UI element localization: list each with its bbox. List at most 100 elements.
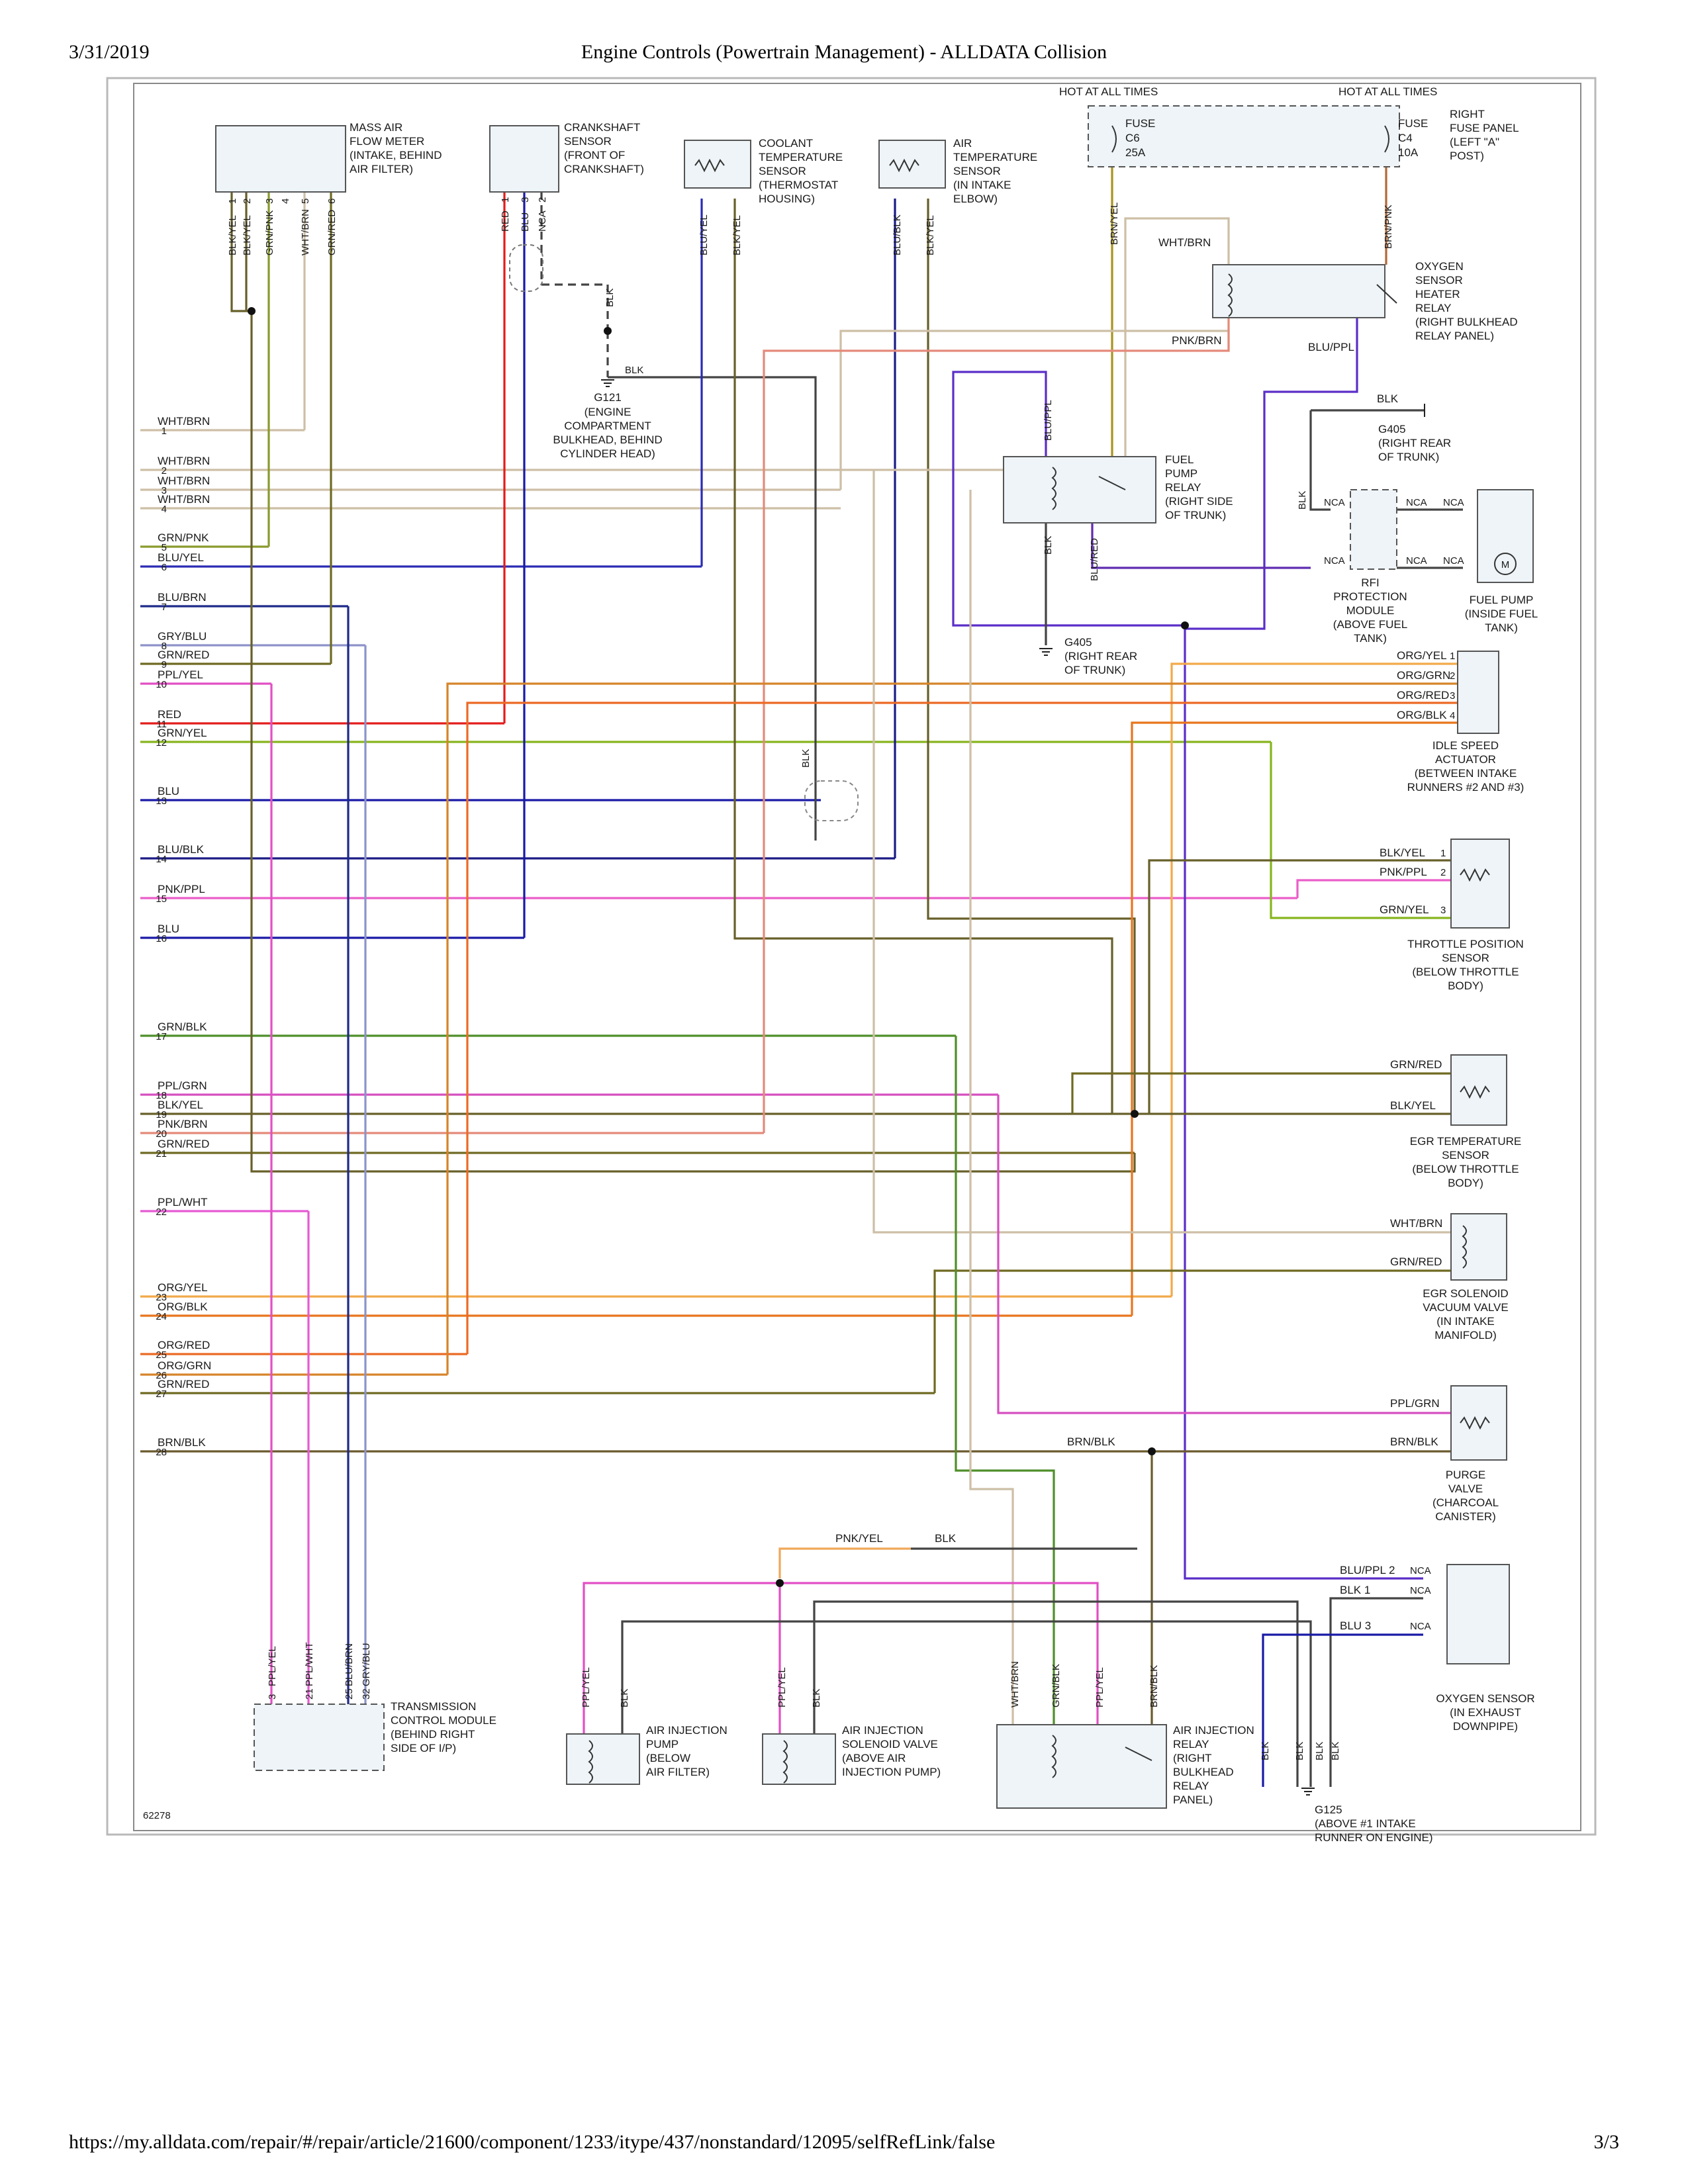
maf-pin-1-number: 1 (227, 199, 238, 204)
ecm-pin-7-number: 7 (162, 602, 167, 613)
aip-line-2: PUMP (646, 1738, 679, 1751)
rfi-line-3: MODULE (1346, 604, 1395, 617)
tps-line-2: SENSOR (1442, 952, 1489, 964)
ecm-pin-26-number: 26 (156, 1370, 167, 1381)
air-pnkyel (778, 1547, 911, 1578)
tcm-line-4: SIDE OF I/P) (391, 1742, 456, 1754)
ecm-pin-27-number: 27 (156, 1388, 167, 1400)
ecm-pin-4-number: 4 (162, 504, 167, 515)
inner-frame (133, 83, 1581, 1831)
g125-blk-4: BLK (1330, 1742, 1341, 1760)
fuse-panel-line-3: (LEFT "A" (1450, 136, 1499, 148)
idle-orggrn (446, 682, 1458, 1375)
ecm-pin-10-number: 10 (156, 679, 167, 690)
rfi-nca-1: NCA (1324, 497, 1345, 508)
aisv-line-3: (ABOVE AIR (842, 1752, 906, 1764)
ecm-pin-19-number: 19 (156, 1109, 167, 1120)
tps-box (1450, 839, 1510, 929)
fuse-C6-rating: 25A (1125, 146, 1146, 159)
aip-box (566, 1733, 640, 1785)
hot-at-all-times-1: HOT AT ALL TIMES (1059, 85, 1158, 98)
rfi-nca-4: NCA (1324, 555, 1345, 567)
purge-line-3: (CHARCOAL (1432, 1496, 1499, 1509)
crank-pin-1-number: 1 (500, 197, 511, 203)
egr-solenoid-line-1: EGR SOLENOID (1423, 1287, 1508, 1300)
air-relay-pplyel-label: PPL/YEL (1094, 1667, 1105, 1707)
aisv-blk-label: BLK (811, 1689, 822, 1707)
o2-sensor-line-3: DOWNPIPE) (1453, 1720, 1518, 1733)
purge-line-1: PURGE (1446, 1469, 1485, 1481)
o2-sensor-line-2: (IN EXHAUST (1450, 1706, 1521, 1719)
splice-2 (604, 327, 612, 335)
g121-blk-horiz-label: BLK (625, 365, 643, 376)
egr-temp-line-2: SENSOR (1442, 1149, 1489, 1161)
ecm-pin-24-label: ORG/BLK (158, 1300, 208, 1313)
tps-pin-2-number: 2 (1440, 867, 1446, 878)
g405-mid-line-1: G405 (1064, 636, 1092, 649)
idle-pin-2-number: 2 (1450, 670, 1455, 682)
fpr-bluppl-run (952, 371, 1185, 627)
tps-pin-3-number: 3 (1440, 905, 1446, 916)
tcm-line-1: TRANSMISSION (391, 1700, 476, 1713)
tcm-box (254, 1704, 385, 1771)
o2-heater-relay-coil (1227, 273, 1233, 317)
egr-solenoid-line-4: MANIFOLD) (1434, 1329, 1497, 1342)
idle-speed-line-1: IDLE SPEED (1432, 739, 1499, 752)
air-relay-whtbrn-label: WHT/BRN (1009, 1661, 1021, 1707)
tcm-pin-25-number: 25 (344, 1688, 355, 1700)
purge-pin-b-label: BRN/BLK (1390, 1435, 1438, 1448)
maf-pin-3-number: 3 (264, 199, 275, 204)
aip-blk-label: BLK (619, 1689, 630, 1707)
air-relay-line-1: AIR INJECTION (1173, 1724, 1254, 1737)
maf-pin-5-label: WHT/BRN (300, 209, 311, 255)
fuel-pump-relay-line-3: RELAY (1165, 481, 1201, 494)
coolant-line-5: HOUSING) (759, 193, 815, 205)
crank-shield (509, 244, 543, 292)
o2-blu (1262, 1633, 1423, 1787)
fuse-C4-rating: 10A (1398, 146, 1419, 159)
crank-line-2: SENSOR (564, 135, 612, 148)
idle-pin-1-label: ORG/YEL (1397, 649, 1447, 662)
airtemp-line-5: ELBOW) (953, 193, 998, 205)
ecm-pin-8-number: 8 (162, 641, 167, 652)
maf-pin-3-label: GRN/PNK (264, 210, 275, 255)
ecm-pin-24-number: 24 (156, 1311, 167, 1322)
airtemp-blkyel-run (927, 199, 1136, 1114)
coolant-line-2: TEMPERATURE (759, 151, 843, 163)
splice-1 (248, 307, 256, 315)
o2-pin-3-label: BLU 3 (1340, 1619, 1371, 1632)
ecm-pin-27-label: GRN/RED (158, 1378, 209, 1390)
g405-top-line-3: OF TRUNK) (1378, 451, 1439, 463)
fuse-panel-line-1: RIGHT (1450, 108, 1485, 120)
airtemp-line-3: SENSOR (953, 165, 1001, 177)
maf-line-3: (INTAKE, BEHIND (350, 149, 442, 161)
idle-speed-box (1457, 651, 1499, 734)
aisv-coil (782, 1740, 788, 1784)
aip-line-1: AIR INJECTION (646, 1724, 727, 1737)
idle-pin-3-label: ORG/RED (1397, 689, 1449, 702)
g405-top-line-1: G405 (1378, 423, 1406, 435)
ecm-pin-3-number: 3 (162, 485, 167, 496)
airtemp-line-4: (IN INTAKE (953, 179, 1011, 191)
air-relay-line-5: RELAY (1173, 1780, 1209, 1792)
fuel-pump-line-1: FUEL PUMP (1470, 594, 1534, 606)
tcm-line-2: CONTROL MODULE (391, 1714, 496, 1727)
ecm-pin-15-label: PNK/PPL (158, 883, 205, 895)
ecm-pin-7-label: BLU/BRN (158, 591, 207, 604)
o2-heater-relay-line-2: SENSOR (1415, 274, 1463, 287)
airtemp-thermistor (889, 158, 919, 173)
page-url[interactable]: https://my.alldata.com/repair/#/repair/a… (69, 2131, 996, 2153)
ecm-pin-21-number: 21 (156, 1148, 167, 1160)
rfi-line-4: (ABOVE FUEL (1333, 618, 1407, 631)
tps-pin-3-label: GRN/YEL (1380, 903, 1429, 916)
crank-pin-2-label: NCA (537, 210, 548, 232)
ecm-pin-18-label: PPL/GRN (158, 1079, 207, 1092)
aisv-line-2: SOLENOID VALVE (842, 1738, 938, 1751)
idle-orgblk (1131, 721, 1458, 1316)
labels-layer: WHT/BRN1WHT/BRN2WHT/BRN3WHT/BRN4GRN/PNK5… (143, 85, 1538, 1844)
crank-pin-3-label: BLU (520, 212, 531, 232)
ecm-pin-11-label: RED (158, 708, 181, 721)
rfi-module-box (1350, 489, 1397, 570)
tcm-pin-25-label: BLU/BRN (344, 1643, 355, 1686)
rfi-line-5: TANK) (1354, 632, 1387, 645)
